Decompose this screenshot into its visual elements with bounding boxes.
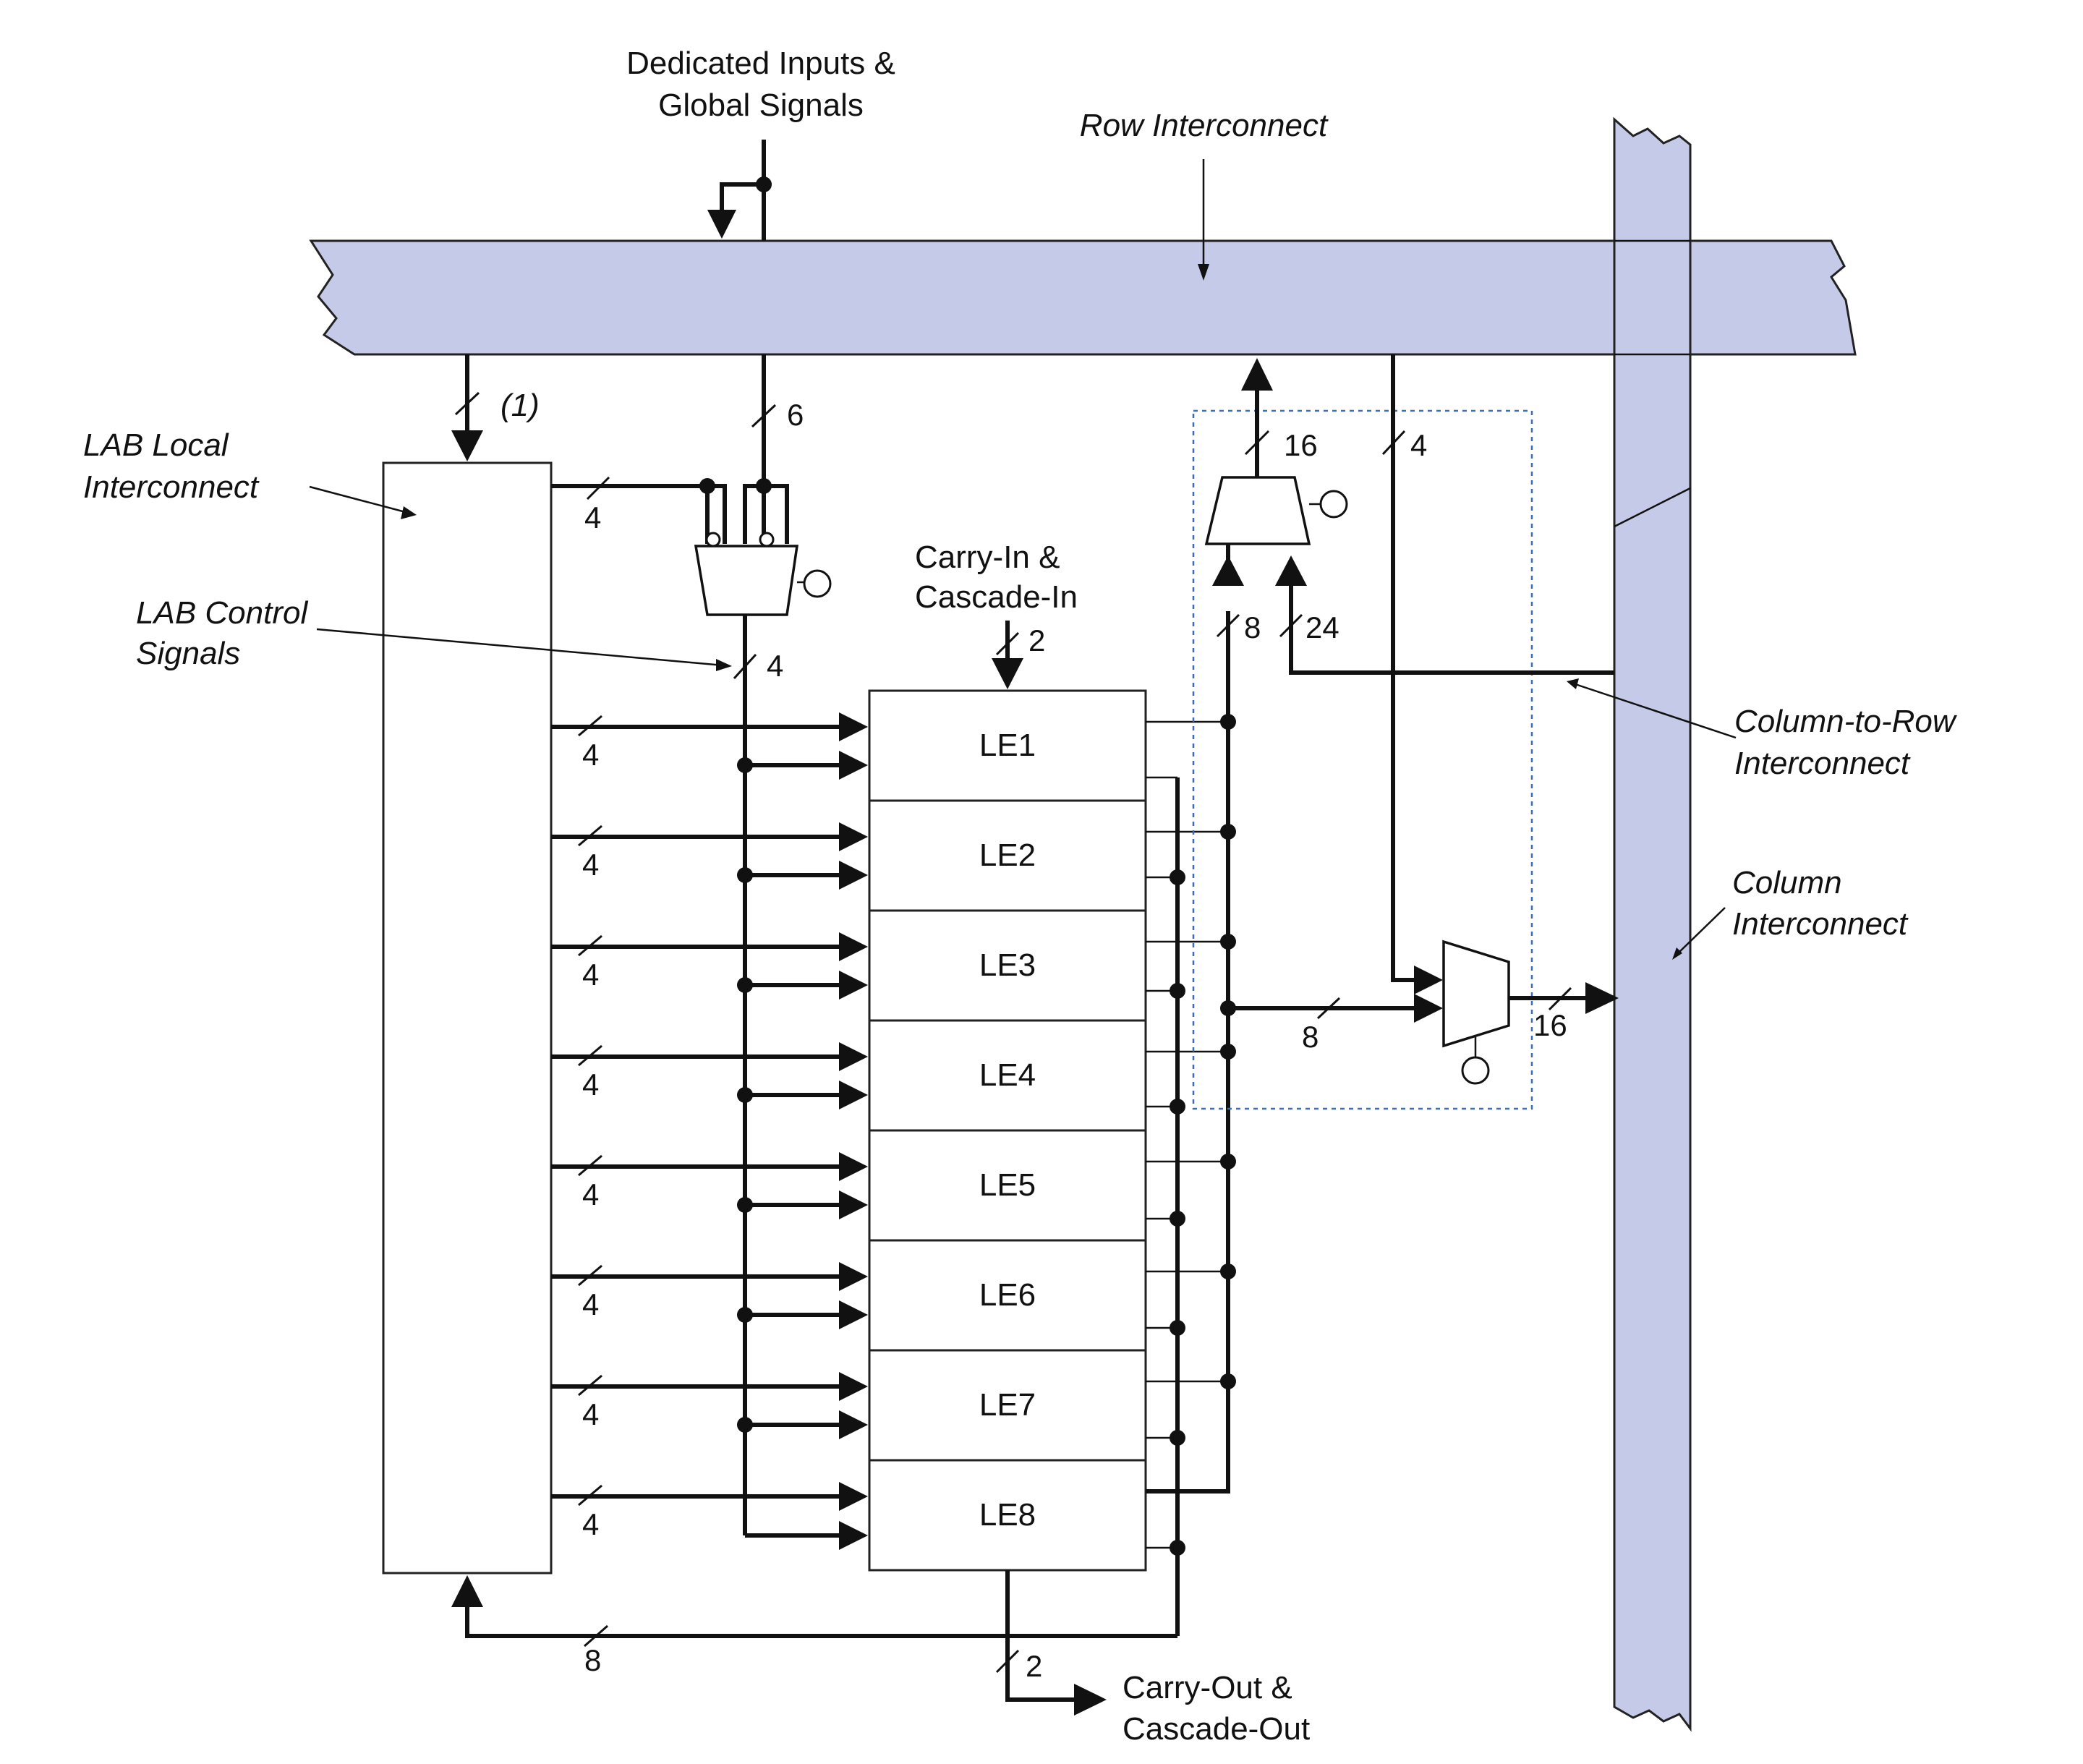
carry-out-wiring [995,1570,1107,1716]
column-interconnect-label-line2: Interconnect [1732,906,1909,942]
width-mux-in-8: 8 [1244,610,1261,644]
lab-control-label-line2: Signals [136,636,240,671]
column-interconnect-label-line1: Column [1732,865,1842,900]
carry-in-wiring [992,621,1023,689]
le6-box [868,1239,1147,1352]
row-to-column-wiring [1228,354,1443,1023]
width-le2-input: 4 [582,848,599,882]
width-ctrl: 4 [767,649,783,683]
le2-box [868,799,1147,912]
dedicated-inputs-label-line1: Dedicated Inputs & [626,46,895,81]
le5-label: LE5 [979,1167,1036,1203]
le3-label: LE3 [979,947,1036,983]
le8-box [868,1459,1147,1572]
le-input-wiring [551,712,868,1550]
width-le4-input: 4 [582,1068,599,1102]
column-interconnect-bus [1613,116,1692,1732]
carry-in-label-line1: Carry-In & [915,540,1060,575]
carry-in-label-line2: Cascade-In [915,579,1078,615]
lab-control-label-line1: LAB Control [136,595,308,631]
width-feedback: 8 [584,1643,601,1677]
row-interconnect-label: Row Interconnect [1080,108,1329,143]
le1-label: LE1 [979,728,1036,763]
le2-label: LE2 [979,838,1036,873]
width-col-mux-in: 8 [1302,1020,1319,1054]
width-mux-in-24: 24 [1305,610,1339,644]
control-signal-mux [551,476,832,1535]
width-dedicated: 6 [787,398,804,432]
width-le3-input: 4 [582,958,599,992]
lab-local-interconnect-box [382,461,553,1575]
le-output-wiring [1146,555,1244,1636]
width-le6-input: 4 [582,1287,599,1321]
le5-box [868,1129,1147,1242]
width-le8-input: 4 [582,1507,599,1541]
column-to-row-label-line2: Interconnect [1734,746,1911,781]
le4-label: LE4 [979,1057,1036,1093]
column-bus-tick [1614,487,1691,528]
local-input-wiring [451,354,483,461]
lab-local-label-line2: Interconnect [83,469,260,505]
width-le5-input: 4 [582,1177,599,1211]
carry-out-label-line2: Cascade-Out [1123,1711,1310,1747]
width-le7-input: 4 [582,1397,599,1431]
width-row-out-mux: 16 [1284,428,1318,462]
lab-local-label-line1: LAB Local [83,427,229,463]
width-carry-in: 2 [1028,623,1045,657]
width-col-mux-out: 16 [1533,1008,1567,1042]
le-stack: LE1 LE2 LE3 LE4 LE5 LE6 LE7 LE8 [868,689,1147,1572]
feedback-wiring [451,1575,1177,1648]
width-carry-out: 2 [1026,1649,1042,1683]
interconnect-driver-region [1192,409,1533,1110]
le7-box [868,1349,1147,1462]
width-le1-input: 4 [582,738,599,772]
pointer-arrows [309,159,1737,960]
le3-box [868,909,1147,1022]
note-1-label: (1) [500,388,540,423]
carry-out-label-line1: Carry-Out & [1123,1670,1292,1705]
width-local-to-ctrl: 4 [584,500,601,534]
le1-box [868,689,1147,802]
le6-label: LE6 [979,1277,1036,1313]
le8-label: LE8 [979,1497,1036,1533]
le7-label: LE7 [979,1387,1036,1423]
dedicated-inputs-wiring [707,140,777,483]
column-to-row-label-line1: Column-to-Row [1734,704,1958,739]
dedicated-inputs-label-line2: Global Signals [658,88,864,123]
width-row-tap: 4 [1410,428,1427,462]
row-interconnect-bus [309,239,1857,356]
column-driver-mux [1442,939,1619,1085]
row-driver-mux [1204,358,1614,675]
